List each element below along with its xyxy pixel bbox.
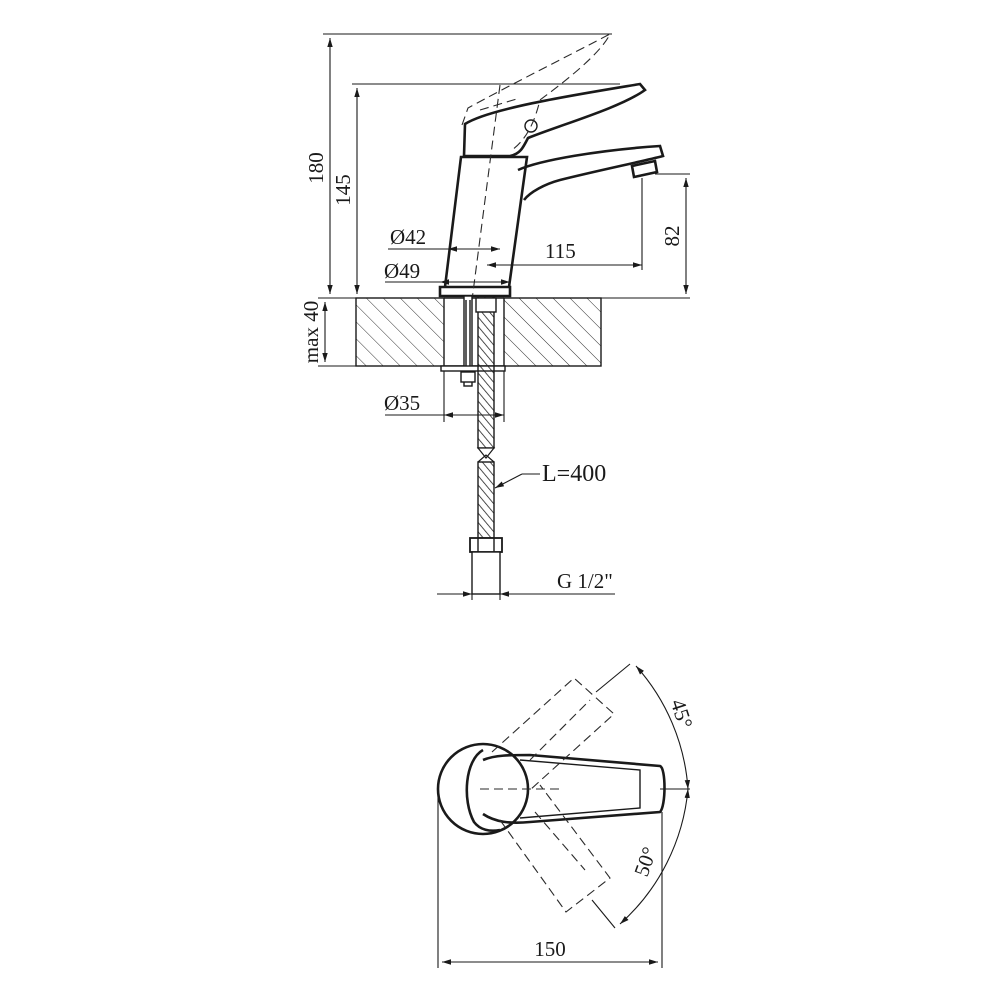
label-spout-reach: 115: [545, 239, 576, 263]
dimension-hose-length: L=400: [494, 461, 606, 489]
dimension-height-total: 180: [304, 33, 612, 294]
side-view: 180 145 Ø42 115 Ø49 82: [299, 32, 690, 600]
dimension-diameter-top: Ø42: [388, 225, 500, 252]
dimension-hole-diameter: Ø35: [384, 371, 505, 422]
label-angle-back: 50°: [629, 844, 662, 880]
label-hose-length: L=400: [542, 461, 606, 487]
label-height-spout-level: 145: [331, 174, 355, 206]
dimension-thread: G 1/2": [437, 569, 615, 600]
dimension-spout-reach: 115: [487, 178, 643, 270]
lever-rotated-back: [499, 784, 611, 913]
label-diameter-base: Ø49: [384, 259, 420, 283]
label-thread: G 1/2": [557, 569, 613, 593]
label-hole-diameter: Ø35: [384, 391, 420, 415]
mounting-rods: [440, 295, 506, 449]
dimension-spout-height: 82: [655, 173, 690, 294]
faucet-body: [438, 32, 665, 301]
dimension-diameter-base: Ø49: [384, 259, 510, 285]
label-max-thickness: max 40: [299, 301, 323, 363]
label-height-total: 180: [304, 152, 328, 184]
dimension-height-spout-level: 145: [331, 83, 620, 294]
label-total-length: 150: [534, 937, 566, 961]
dimension-angles: 45° 50°: [591, 663, 698, 929]
flexible-hose: [469, 447, 503, 595]
lever-rotated-forward: [491, 677, 615, 791]
top-view: 45° 50° 150: [436, 663, 698, 968]
label-spout-height: 82: [660, 226, 684, 247]
dimension-total-length: 150: [437, 789, 663, 968]
dimension-max-thickness: max 40: [299, 301, 356, 367]
label-diameter-top: Ø42: [390, 225, 426, 249]
countertop-section: [355, 297, 602, 367]
label-angle-forward: 45°: [666, 696, 698, 731]
